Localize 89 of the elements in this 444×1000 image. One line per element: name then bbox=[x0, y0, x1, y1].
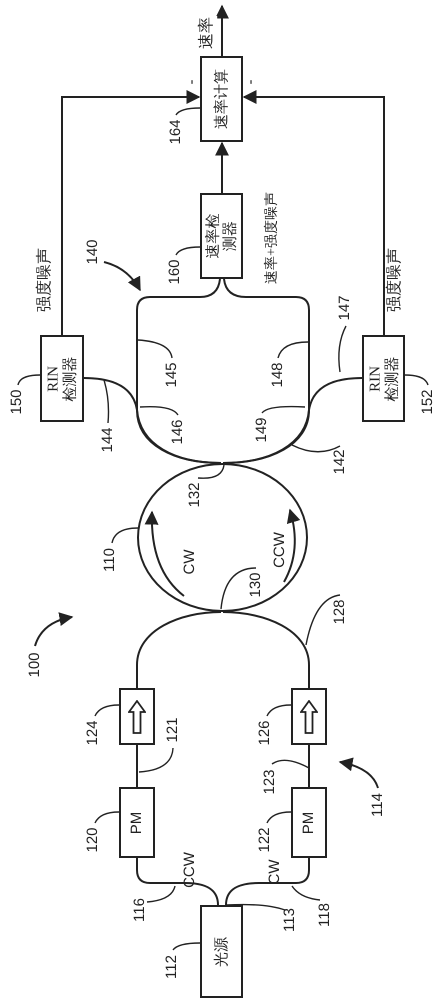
leader-line bbox=[266, 704, 292, 716]
fiber-line bbox=[225, 858, 310, 906]
node-label: RIN 检测器 bbox=[46, 355, 78, 404]
reference-number: 121 bbox=[164, 717, 182, 743]
node-label: 光源 bbox=[213, 936, 230, 966]
leader-line bbox=[404, 374, 429, 386]
leader-line bbox=[220, 567, 256, 610]
reference-number: 114 bbox=[370, 793, 386, 817]
node-label: 速率检测器 bbox=[205, 214, 238, 258]
leader-line bbox=[94, 704, 120, 716]
modulator-box bbox=[291, 787, 327, 858]
leader-line bbox=[103, 380, 110, 424]
leader-line bbox=[262, 406, 306, 414]
leader-line bbox=[266, 811, 292, 824]
edge-label: 速率 bbox=[197, 16, 217, 50]
reference-number: 118 bbox=[316, 903, 334, 927]
isolator-box bbox=[119, 688, 155, 745]
leader-line bbox=[175, 246, 200, 256]
node-label: CW bbox=[182, 550, 198, 574]
fiber-line bbox=[308, 745, 310, 787]
fiber-line bbox=[136, 745, 138, 787]
leader-line bbox=[17, 374, 40, 386]
arrow bbox=[242, 90, 385, 335]
reference-number: 152 bbox=[420, 389, 436, 415]
reference-number: 112 bbox=[164, 955, 180, 979]
leader-line bbox=[226, 904, 286, 911]
leader-line bbox=[138, 748, 174, 773]
fiber-line bbox=[136, 611, 222, 688]
leader-line bbox=[277, 341, 308, 358]
reference-number: 164 bbox=[168, 119, 184, 145]
detector-box bbox=[362, 335, 405, 422]
leader-line bbox=[292, 444, 340, 452]
arrow bbox=[61, 90, 200, 335]
reference-number: 148 bbox=[270, 362, 286, 388]
node-label: PM bbox=[128, 811, 146, 834]
leader-line bbox=[305, 594, 340, 646]
reference-number: 145 bbox=[164, 362, 180, 388]
arrow bbox=[215, 142, 229, 193]
reference-number: 126 bbox=[256, 720, 274, 746]
reference-number: 150 bbox=[8, 389, 26, 415]
leader-line bbox=[172, 942, 200, 950]
leader-line bbox=[272, 760, 310, 769]
reference-number: 116 bbox=[132, 898, 148, 922]
light-source-box bbox=[200, 905, 243, 998]
node-label: CCW bbox=[272, 532, 288, 568]
reference-number: 147 bbox=[336, 295, 354, 321]
minus-sign: - bbox=[184, 80, 200, 84]
reference-number: 146 bbox=[170, 419, 186, 445]
leader-line bbox=[111, 527, 138, 544]
leader-line bbox=[138, 339, 173, 358]
node-label: PM bbox=[300, 811, 318, 834]
reference-number: 113 bbox=[282, 908, 298, 932]
reference-number: 142 bbox=[332, 449, 348, 475]
leader-line bbox=[94, 811, 120, 824]
reference-number: 123 bbox=[262, 769, 278, 795]
arrow bbox=[215, 4, 229, 56]
isolator-box bbox=[291, 688, 327, 745]
reference-number: 110 bbox=[102, 548, 118, 572]
leader-line bbox=[146, 886, 176, 903]
fiber-line bbox=[222, 611, 310, 688]
leader-line bbox=[338, 326, 347, 372]
reference-number: 120 bbox=[84, 827, 102, 853]
fiber-line bbox=[136, 278, 222, 464]
reference-number: 132 bbox=[186, 482, 204, 508]
fiber-line bbox=[222, 278, 310, 464]
reference-number: 149 bbox=[254, 417, 270, 443]
detector-box bbox=[200, 193, 243, 279]
modulator-box bbox=[119, 787, 155, 858]
minus-sign: - bbox=[242, 80, 260, 84]
reference-number: 100 bbox=[26, 652, 44, 678]
signal-label: 速率+强度噪声 bbox=[264, 192, 280, 284]
reference-number: 130 bbox=[248, 572, 264, 598]
reference-number: 160 bbox=[166, 259, 184, 285]
reference-number: 144 bbox=[100, 427, 116, 453]
reference-number: 122 bbox=[256, 827, 274, 853]
detector-box bbox=[40, 335, 84, 422]
leader-line bbox=[140, 406, 179, 416]
leader-line bbox=[198, 464, 225, 479]
calculator-box bbox=[200, 56, 243, 142]
direction-text: CCW bbox=[182, 852, 198, 888]
node-label: RIN 检测器 bbox=[367, 355, 400, 404]
reference-number: 124 bbox=[84, 720, 102, 746]
reference-number: 128 bbox=[332, 599, 348, 625]
fiber-line bbox=[136, 858, 219, 906]
leader-line bbox=[291, 886, 320, 901]
node-label: 速率计算 bbox=[213, 69, 230, 129]
leader-line bbox=[175, 107, 200, 116]
resonator-ring bbox=[137, 463, 308, 612]
reference-number: 140 bbox=[84, 239, 102, 265]
